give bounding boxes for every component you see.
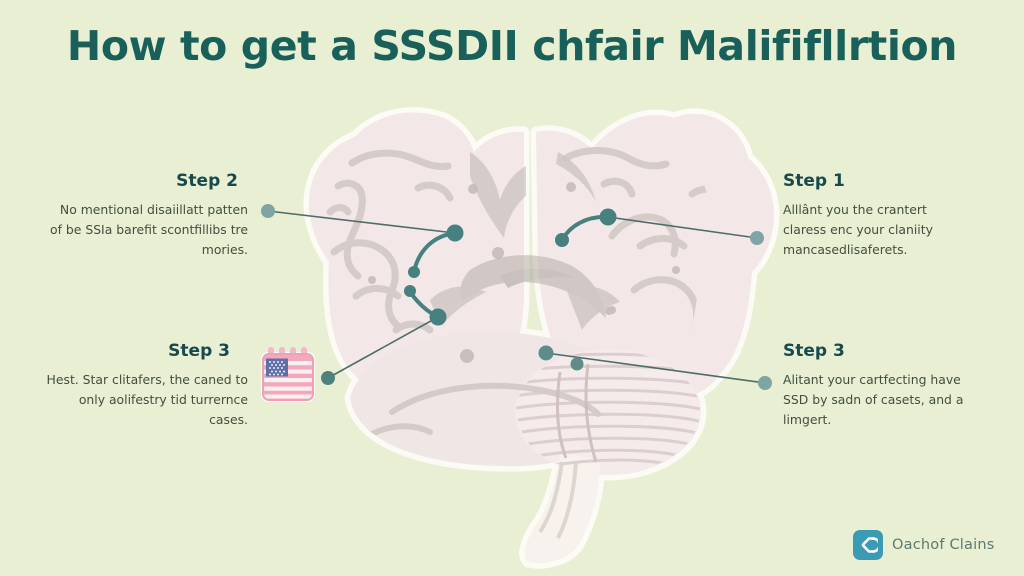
step-block-step-3-right: Step 3 Alitant your cartfecting have SSD…	[783, 342, 973, 430]
chevron-left-logo-icon	[853, 530, 883, 560]
calendar-flag-icon	[261, 347, 315, 402]
step-heading: Step 3	[168, 341, 230, 361]
step-body: Hest. Star clitafers, the caned to only …	[46, 371, 248, 427]
step-heading: Step 1	[783, 171, 845, 191]
step-body: Alitant your cartfecting have SSD by sad…	[783, 371, 964, 427]
step-body: No mentional disaiillatt patten of be SS…	[50, 201, 248, 257]
step-block-step-3-left: Step 3 Hest. Star clitafers, the caned t…	[38, 342, 248, 430]
connector-step-2	[261, 204, 464, 278]
step-block-step-2: Step 2 No mentional disaiillatt patten o…	[48, 172, 248, 260]
step-heading: Step 2	[176, 171, 238, 191]
footer-brand-text: Oachof Clains	[892, 537, 995, 553]
footer-logo[interactable]: Oachof Clains	[853, 528, 994, 562]
step-body: Alllânt you the crantert claress enc you…	[783, 201, 933, 257]
step-block-step-1: Step 1 Alllânt you the crantert claress …	[783, 172, 973, 260]
step-heading: Step 3	[783, 341, 845, 361]
page-title: How to get a SSSDII chfair Malififllrtio…	[66, 22, 958, 70]
connector-step-1	[555, 208, 764, 247]
connector-step-3-right	[538, 345, 772, 390]
connector-step-3-left	[321, 285, 447, 385]
